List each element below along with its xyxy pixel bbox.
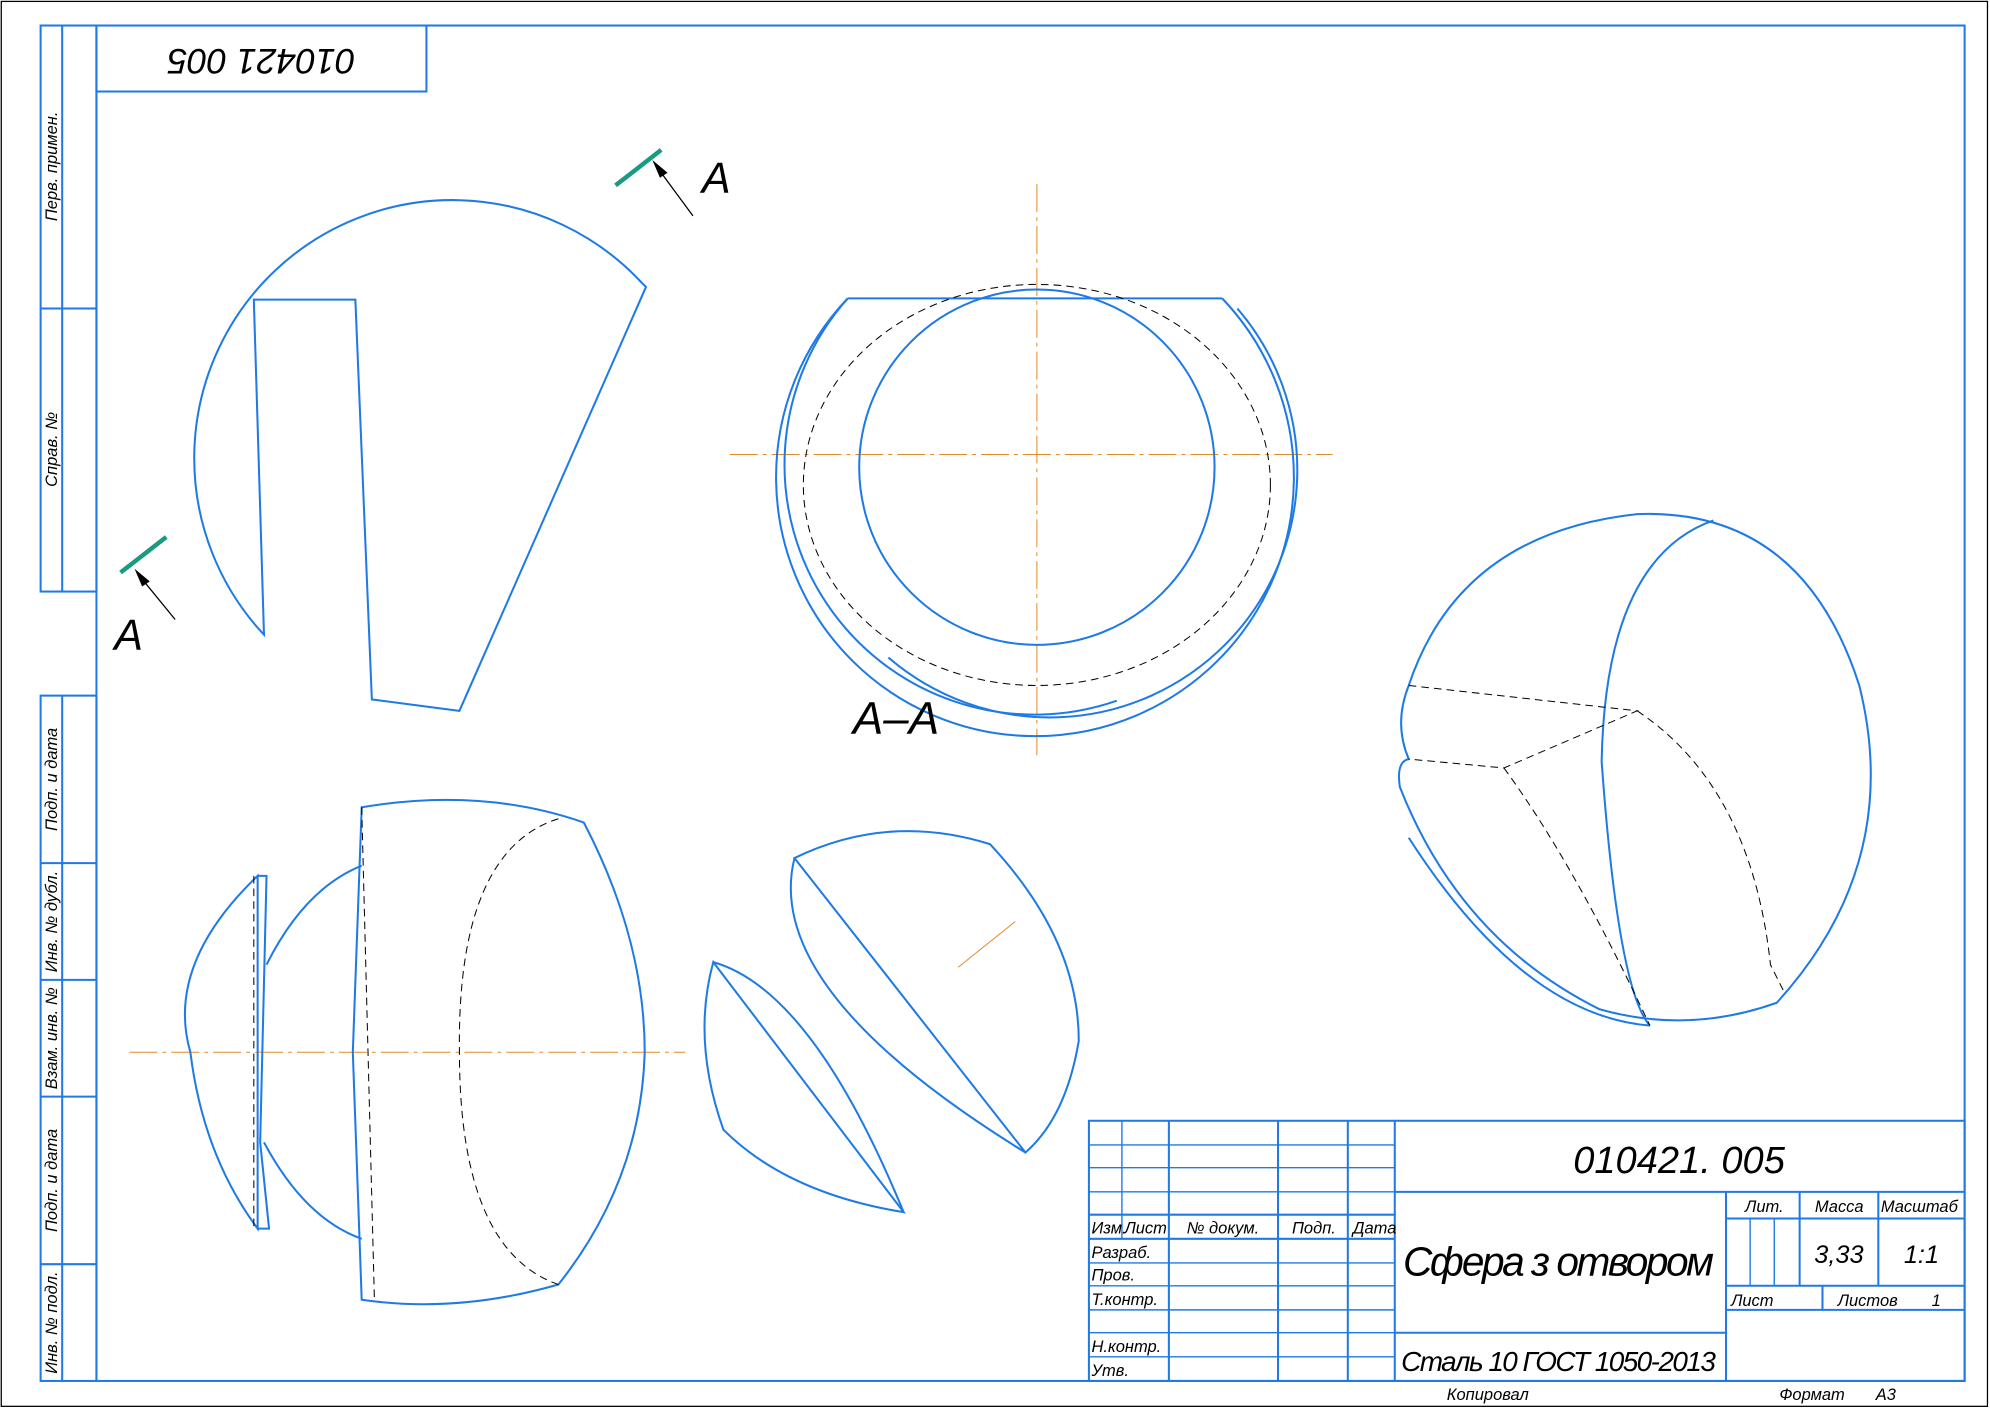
header-sign: Подп. [1292, 1220, 1336, 1238]
scale-label: Масштаб [1881, 1198, 1959, 1216]
rotated-drawing-number: 010421 005 [167, 41, 355, 81]
role-checker: Пров. [1091, 1267, 1134, 1285]
material: Сталь 10 ГОСТ 1050-2013 [1401, 1346, 1716, 1377]
view-section [703, 830, 1080, 1214]
side-label: Подп. и дата [43, 728, 61, 831]
sheet-label: Лист [1730, 1292, 1773, 1310]
sheets-value: 1 [1932, 1292, 1941, 1310]
header-date: Дата [1351, 1220, 1396, 1238]
side-label: Справ. № [43, 412, 61, 487]
side-label: Взам. инв. № [43, 987, 61, 1089]
arrowhead-icon [652, 160, 668, 178]
section-mark-label: А [111, 612, 143, 660]
header-izm: Изм. [1091, 1220, 1126, 1238]
copied-label: Копировал [1447, 1386, 1529, 1404]
header-doc: № докум. [1187, 1220, 1260, 1238]
view-front [129, 798, 686, 1306]
lit-label: Лит. [1744, 1198, 1784, 1216]
side-label: Инв. № подл. [43, 1271, 61, 1373]
view-isometric [1397, 512, 1872, 1027]
header-list: Лист [1123, 1220, 1166, 1238]
section-marker [119, 535, 168, 575]
title-block: Изм. Лист № докум. Подп. Дата Разраб. Пр… [1087, 1119, 1966, 1382]
mass-label: Масса [1815, 1198, 1864, 1216]
side-label: Инв. № дубл. [43, 871, 61, 972]
section-view-label: А–А [850, 693, 939, 744]
side-label: Подп. и дата [43, 1129, 61, 1232]
rotated-number-box: 010421 005 [95, 24, 428, 93]
section-mark-label: А [699, 155, 731, 203]
part-title: Сфера з отвором [1403, 1239, 1714, 1285]
section-arrow [656, 167, 694, 217]
section-arrow [140, 577, 176, 620]
arrowhead-icon [134, 568, 150, 587]
format-label: Формат [1779, 1386, 1844, 1404]
view-top: А–А [729, 184, 1333, 756]
drawing-number: 010421. 005 [1573, 1140, 1785, 1182]
section-marker [614, 148, 663, 188]
role-tech-control: Т.контр. [1091, 1291, 1158, 1309]
role-developer: Разраб. [1091, 1244, 1151, 1262]
role-approved: Утв. [1090, 1362, 1128, 1380]
side-strip: Перв. примен. Справ. № Подп. и дата Инв.… [39, 24, 98, 1382]
format-value: А3 [1875, 1386, 1897, 1404]
mass-value: 3,33 [1814, 1241, 1863, 1269]
sheets-label: Листов [1837, 1292, 1898, 1310]
scale-value: 1:1 [1904, 1241, 1939, 1269]
role-norm-control: Н.контр. [1091, 1338, 1161, 1356]
side-label: Перв. примен. [43, 112, 61, 222]
view-profile: А А [111, 148, 731, 712]
